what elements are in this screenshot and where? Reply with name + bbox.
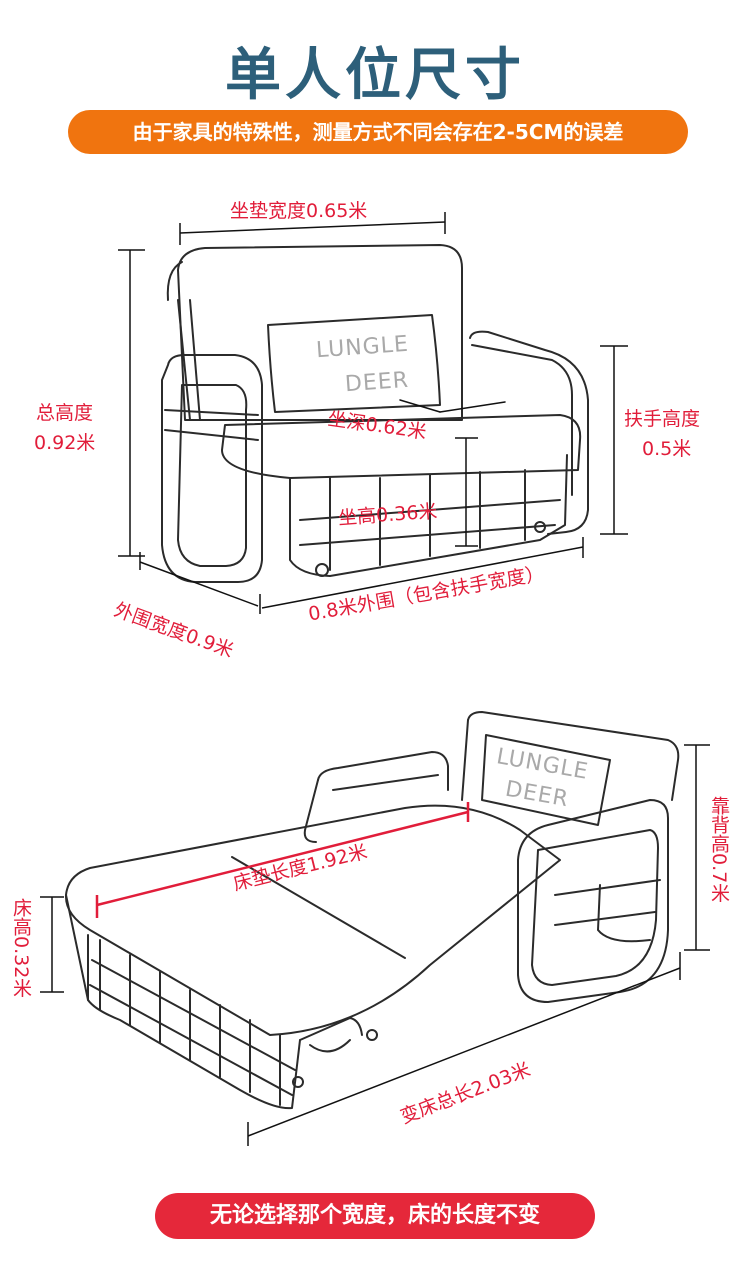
total-height-value: 0.92米 [34, 432, 96, 454]
seat-height-dimension-line [455, 437, 478, 547]
cushion-width-label: 坐垫宽度0.65米 [230, 200, 368, 222]
outer-width-dimension-line [139, 552, 261, 614]
outer-overall-dimension-line [261, 537, 584, 609]
armrest-height-value: 0.5米 [642, 438, 692, 460]
measurement-notice-banner: 由于家具的特殊性，测量方式不同会存在2-5CM的误差 [68, 110, 688, 154]
total-length-dimension-line [247, 952, 681, 1146]
bed-length-note-banner: 无论选择那个宽度，床的长度不变 [155, 1193, 595, 1239]
backrest-height-label: 靠背高0.7米 [708, 796, 730, 903]
armrest-height-title: 扶手高度 [624, 408, 701, 430]
total-height-dimension-line [118, 249, 145, 557]
backrest-height-dimension-line [684, 744, 710, 951]
bed-height-label: 床高0.32米 [10, 898, 32, 998]
sofa-pillow-logo-line2: DEER [344, 367, 410, 398]
sofa-bed-drawing [64, 711, 680, 1110]
sofa-drawing [161, 244, 589, 583]
mattress-length-dimension-line [95, 802, 470, 918]
page-title: 单人位尺寸 [225, 43, 525, 108]
armrest-height-dimension-line [600, 345, 628, 535]
bed-height-dimension-line [40, 896, 64, 993]
total-height-title: 总高度 [36, 402, 94, 424]
cushion-width-dimension-line [179, 212, 446, 245]
